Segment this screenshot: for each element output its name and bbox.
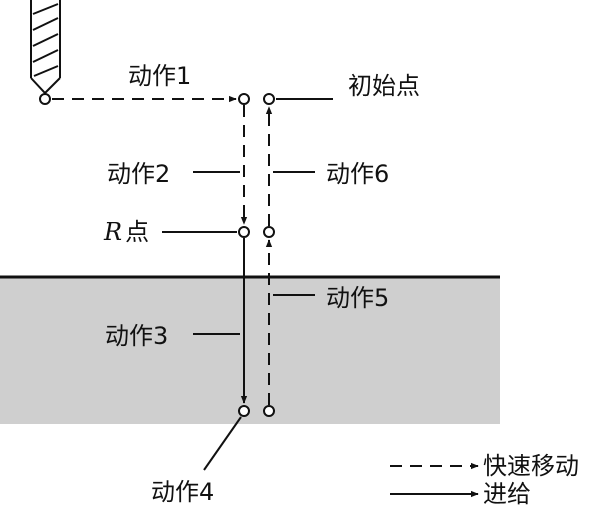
action3-label: 动作3 [105,322,168,350]
legend-feed-label: 进给 [483,480,531,508]
drill-tip-point [39,93,51,105]
drill-bit-icon [30,0,61,95]
r-point-return [263,226,275,238]
action1-label: 动作1 [128,62,191,90]
action5-label: 动作5 [326,284,389,312]
workpiece [0,277,500,424]
r-point [238,226,250,238]
hole-bottom-point [238,405,250,417]
action4-leader [203,416,242,471]
legend-rapid-label: 快速移动 [483,452,579,480]
legend: 快速移动 进给 [390,452,579,508]
action6-label: 动作6 [326,160,389,188]
point-above-hole [238,93,250,105]
initial-point-label: 初始点 [348,72,420,100]
action2-label: 动作2 [107,160,170,188]
r-point-suffix: 点 [125,218,149,246]
action4-label: 动作4 [151,478,214,506]
initial-point [263,93,275,105]
r-letter: R [103,218,122,246]
hole-bottom-return [263,405,275,417]
